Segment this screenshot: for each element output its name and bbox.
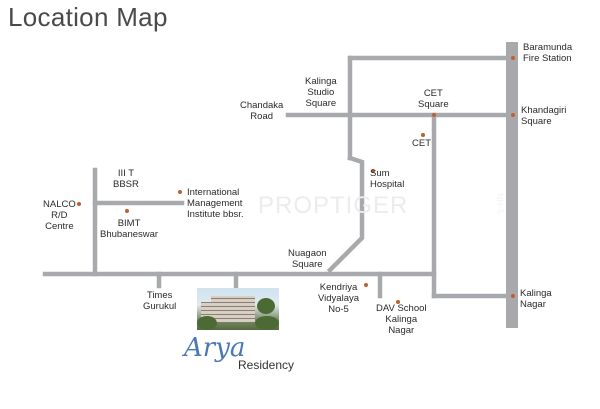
building-shape (211, 296, 255, 322)
place-marker-icon (364, 283, 368, 287)
tree-shape (255, 316, 279, 330)
page-title: Location Map (8, 2, 168, 32)
place-marker-icon (511, 56, 515, 60)
place-marker-icon (511, 113, 515, 117)
place-marker-icon (396, 300, 400, 304)
place-marker-icon (421, 133, 425, 137)
place-marker-icon (125, 209, 129, 213)
place-marker-icon (371, 169, 375, 173)
nh5-label: NH-5 (495, 193, 505, 215)
project-building-photo (197, 288, 279, 330)
watermark: PROPTIGER (258, 192, 409, 219)
project-suffix: Residency (238, 358, 295, 372)
place-marker-icon (511, 294, 515, 298)
tree-shape (257, 298, 275, 314)
place-marker-icon (432, 113, 436, 117)
nh5-highway (506, 42, 518, 328)
road-sum-hospital (326, 155, 365, 274)
label-cet: CET (412, 138, 431, 149)
place-marker-icon (77, 202, 81, 206)
place-marker-icon (178, 190, 182, 194)
tree-shape (197, 316, 217, 330)
project-name: Arya (184, 333, 246, 363)
